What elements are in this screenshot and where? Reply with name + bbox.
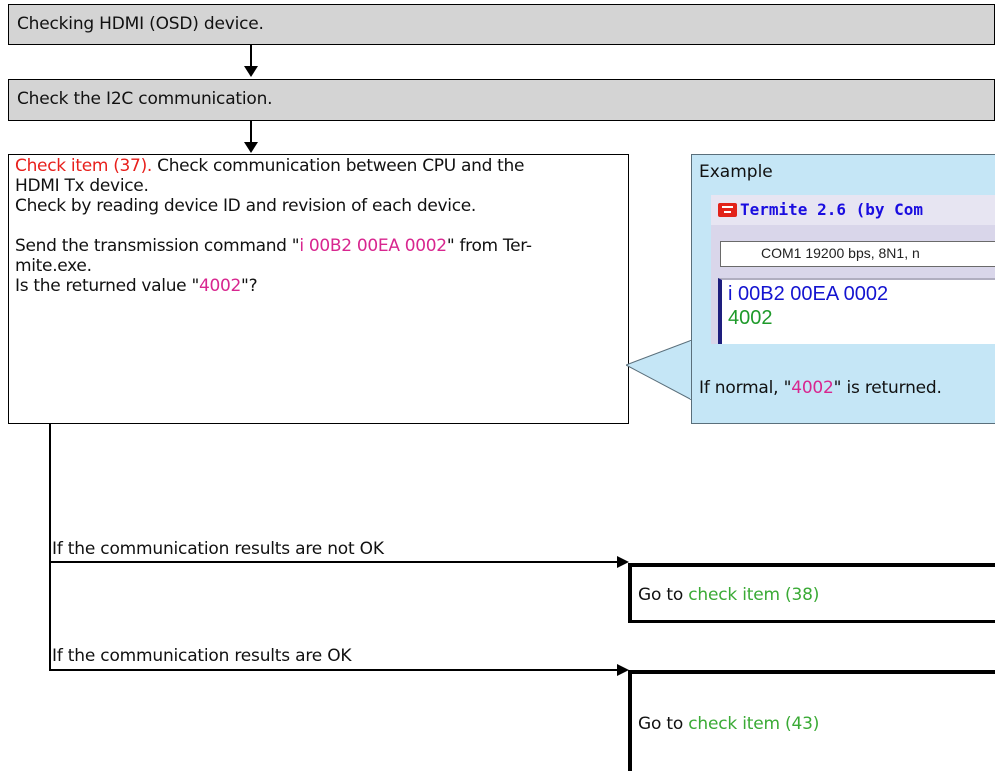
arrow-down-2-icon xyxy=(244,142,258,153)
arrow-right-ok-icon xyxy=(617,664,629,676)
banner-i2c-text: Check the I2C communication. xyxy=(17,89,273,109)
example-title: Example xyxy=(699,162,773,182)
branch-ok-label: If the communication results are OK xyxy=(52,646,352,666)
step-banner-i2c: Check the I2C communication. xyxy=(8,79,995,121)
banner-hdmi-osd-text: Checking HDMI (OSD) device. xyxy=(17,14,264,34)
connector-2 xyxy=(250,121,252,144)
termite-status-bar: COM1 19200 bps, 8N1, n xyxy=(720,241,995,267)
go-to-check-item-43-box[interactable]: Go to check item (43) xyxy=(628,670,995,771)
check-item-line-1: Check item (37). Check communication bet… xyxy=(15,156,525,176)
expected-value: 4002 xyxy=(198,276,242,296)
branch-not-ok-label: If the communication results are not OK xyxy=(52,539,384,559)
arrow-right-not-ok-icon xyxy=(617,556,629,568)
command-text: i 00B2 00EA 0002 xyxy=(299,236,447,256)
termite-app-title: Termite 2.6 (by Com xyxy=(740,200,924,219)
check-item-43-link[interactable]: check item (43) xyxy=(688,714,820,734)
termite-window: Termite 2.6 (by Com COM1 19200 bps, 8N1,… xyxy=(711,195,995,344)
go-to-check-item-38-box[interactable]: Go to check item (38) xyxy=(628,563,995,623)
termite-console: i 00B2 00EA 0002 4002 xyxy=(718,278,995,344)
check-item-37-label: Check item (37). xyxy=(15,156,153,176)
connector-1 xyxy=(250,45,252,68)
branch-trunk xyxy=(49,424,51,671)
termite-status-text: COM1 19200 bps, 8N1, n xyxy=(761,245,920,261)
note-value: 4002 xyxy=(791,378,834,398)
branch-not-ok-line xyxy=(49,561,619,563)
termite-app-icon xyxy=(718,203,737,217)
example-callout: Example Termite 2.6 (by Com COM1 19200 b… xyxy=(691,154,995,424)
console-reply: 4002 xyxy=(728,307,773,329)
send-command-line: Send the transmission command "i 00B2 00… xyxy=(15,236,532,256)
branch-ok-line xyxy=(49,669,619,671)
question-line: Is the returned value "4002"? xyxy=(15,276,258,296)
termite-title-bar: Termite 2.6 (by Com xyxy=(711,195,995,225)
arrow-down-1-icon xyxy=(244,66,258,77)
check-item-line-2: HDMI Tx device. xyxy=(15,176,149,196)
check-item-37-box: Check item (37). Check communication bet… xyxy=(8,154,629,424)
check-item-38-link[interactable]: check item (38) xyxy=(688,585,820,605)
console-command: i 00B2 00EA 0002 xyxy=(728,283,889,305)
send-command-line-2: mite.exe. xyxy=(15,256,92,276)
check-item-line-3: Check by reading device ID and revision … xyxy=(15,196,477,216)
example-note: If normal, "4002" is returned. xyxy=(699,378,942,398)
step-banner-hdmi-osd: Checking HDMI (OSD) device. xyxy=(8,4,995,45)
